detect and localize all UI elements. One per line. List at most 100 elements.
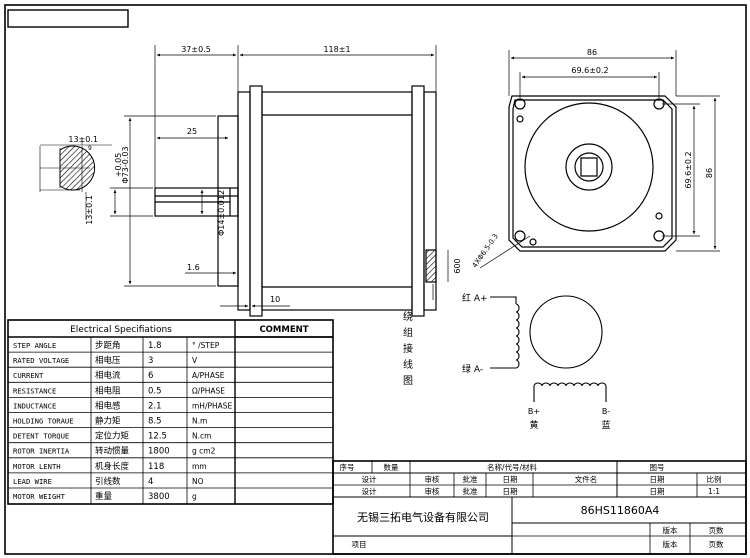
dim-10: 10: [270, 295, 280, 304]
spec-cn-0: 步距角: [95, 340, 121, 351]
dim-shaft-tol: +0.05: [114, 153, 123, 178]
spec-val-1: 3: [148, 356, 153, 366]
wire-b-minus: B-: [602, 407, 610, 416]
spec-val-8: 118: [148, 462, 164, 472]
dim-13-side: 13±0.1: [85, 195, 94, 225]
tb-date-3: 日期: [503, 487, 518, 496]
spec-unit-2: A/PHASE: [192, 371, 225, 380]
tb-design-2: 设计: [362, 486, 377, 496]
spec-cn-5: 静力矩: [95, 416, 121, 427]
dimension-labels: 37±0.5 118±1 25 1.6 10 86 69.6±0.2 13±0.…: [68, 45, 714, 304]
tb-drawing-no: 图号: [650, 463, 665, 472]
spec-val-6: 12.5: [148, 432, 167, 442]
spec-unit-0: ° /STEP: [192, 341, 220, 350]
side-view-dimensions: [110, 45, 449, 316]
spec-val-10: 3800: [148, 492, 170, 502]
tb-name: 名称/代号/材料: [487, 462, 538, 472]
spec-en-6: DETENT TORQUE: [13, 432, 69, 441]
spec-en-3: RESISTANCE: [13, 386, 56, 395]
tb-approve-1: 批准: [463, 474, 478, 484]
spec-cn-2: 相电流: [95, 370, 121, 381]
spec-cn-8: 机身长度: [95, 461, 130, 472]
tb-pages-1: 页数: [709, 525, 724, 535]
dim-86-side: 86: [705, 168, 714, 178]
dim-13-top: 13±0.1: [68, 135, 98, 144]
spec-cn-9: 引线数: [95, 476, 121, 487]
spec-cn-3: 相电阻: [95, 385, 121, 396]
dim-holes: 4XΦ6.5-0.3: [471, 232, 500, 269]
dim-69-side: 69.6±0.2: [684, 151, 693, 188]
tb-seq: 序号: [340, 462, 355, 472]
dim-118: 118±1: [323, 45, 350, 54]
wire-red-label: 红 A+: [462, 292, 488, 304]
spec-en-4: INDUCTANCE: [13, 401, 56, 410]
spec-unit-3: Ω/PHASE: [192, 386, 225, 395]
motor-front-view: [508, 95, 677, 252]
tb-project: 项目: [352, 540, 367, 549]
spec-cn-6: 定位力矩: [95, 431, 130, 442]
spec-unit-5: N.m: [192, 417, 207, 426]
tb-scale: 比例: [707, 474, 722, 484]
tb-model: 86HS11860A4: [581, 504, 660, 517]
spec-unit-7: g cm2: [192, 447, 216, 456]
wire-green-label: 绿 A-: [462, 363, 483, 375]
tb-design-1: 设计: [362, 474, 377, 484]
spec-val-9: 4: [148, 477, 153, 487]
dim-flange: Φ73-0.03: [121, 146, 130, 183]
dim-600: 600: [453, 258, 462, 273]
wire-yellow-label: 黄: [529, 419, 538, 431]
spec-val-3: 0.5: [148, 386, 162, 396]
title-block-grid: [332, 460, 747, 555]
spec-en-0: STEP ANGLE: [13, 341, 56, 350]
title-block-text: 序号 数量 名称/代号/材料 图号 设计 审核 批准 日期 文件名 日期 比例 …: [340, 462, 724, 549]
spec-table-title: Electrical Specifiations: [70, 325, 172, 335]
tb-date-2: 日期: [650, 475, 665, 484]
dim-9: 9: [88, 145, 92, 152]
dim-37: 37±0.5: [181, 45, 211, 54]
spec-en-8: MOTOR LENTH: [13, 462, 61, 471]
dim-25: 25: [187, 127, 197, 136]
spec-en-9: LEAD WIRE: [13, 477, 52, 486]
spec-val-2: 6: [148, 371, 153, 381]
spec-unit-4: mH/PHASE: [192, 401, 233, 410]
spec-unit-9: NO: [192, 477, 204, 486]
spec-en-2: CURRENT: [13, 371, 44, 380]
spec-val-7: 1800: [148, 447, 170, 457]
motor-side-view: [154, 85, 437, 317]
spec-val-0: 1.8: [148, 341, 162, 351]
tb-version-2: 版本: [663, 539, 678, 549]
wiring-title-5: 图: [403, 375, 413, 387]
spec-cn-4: 相电感: [95, 400, 121, 411]
wiring-title-2: 组: [403, 326, 413, 339]
tb-approve-2: 批准: [463, 486, 478, 496]
spec-cn-10: 重量: [95, 491, 113, 502]
dim-1-6: 1.6: [187, 263, 200, 272]
spec-en-7: ROTOR INERTIA: [13, 447, 70, 456]
spec-table-text: Electrical Specifiations COMMENT STEP AN…: [13, 325, 309, 502]
dim-69-top: 69.6±0.2: [571, 66, 608, 75]
tb-date-1: 日期: [503, 475, 518, 484]
wiring-diagram: [490, 295, 607, 402]
tb-review-2: 审核: [425, 486, 440, 496]
wiring-title-1: 绕: [403, 310, 413, 323]
tb-scale-value: 1:1: [708, 487, 720, 496]
spec-en-10: MOTOR WEIGHT: [13, 492, 66, 501]
spec-unit-1: V: [192, 356, 198, 365]
spec-comment-header: COMMENT: [259, 325, 308, 335]
corner-box: [7, 9, 129, 28]
tb-date-4: 日期: [650, 487, 665, 496]
spec-cn-7: 转动惯量: [95, 446, 130, 457]
spec-en-1: RATED VOLTAGE: [13, 356, 69, 365]
spec-val-5: 8.5: [148, 417, 162, 427]
wiring-title-4: 线: [403, 358, 413, 371]
wire-b-plus: B+: [528, 407, 540, 416]
spec-unit-8: mm: [192, 462, 207, 471]
tb-review-1: 审核: [425, 474, 440, 484]
spec-en-5: HOLDING TORAUE: [13, 417, 74, 426]
tb-qty: 数量: [384, 462, 399, 472]
wiring-labels: 绕 组 接 线 图 红 A+ 绿 A- B+ 黄 B- 蓝: [403, 292, 611, 431]
wire-blue-label: 蓝: [601, 419, 610, 431]
wiring-title-3: 接: [403, 342, 413, 355]
spec-val-4: 2.1: [148, 401, 162, 411]
